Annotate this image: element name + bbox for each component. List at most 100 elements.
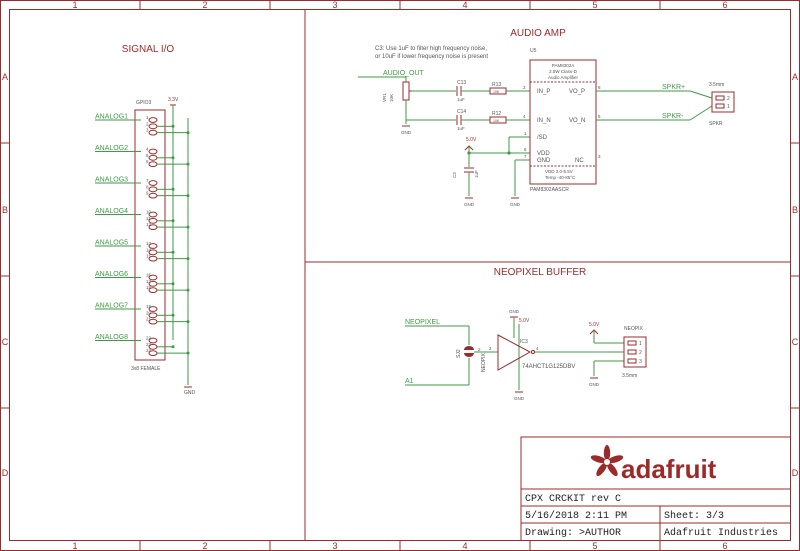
buffer-part-number: 74AHCT1G125DBV xyxy=(522,364,575,370)
gnd-junction xyxy=(186,320,190,324)
col-label-5-bottom: 5 xyxy=(592,541,597,551)
drawing-author: Drawing: >AUTHOR xyxy=(525,527,621,539)
header-pin-number: 20 xyxy=(146,310,152,315)
pot-vr1-body xyxy=(402,81,410,101)
header-body xyxy=(134,109,166,361)
row-markers: A B C D A B C D xyxy=(0,72,800,478)
power-junction xyxy=(171,282,175,286)
power-junction xyxy=(171,156,175,160)
header-value: 3x8 FEMALE xyxy=(131,366,161,372)
pin-num-gnd: 7 xyxy=(524,154,527,159)
header-pin xyxy=(148,154,158,161)
ic-header-2: 2.5W Class-D xyxy=(549,69,578,74)
ic-header-1: PAM8302A xyxy=(552,63,574,68)
header-pin xyxy=(148,192,158,199)
gnd-junction xyxy=(186,351,190,355)
title-block: adafruit CPX CRCKIT rev C 5/16/2018 2:11… xyxy=(520,436,791,541)
spkr-conn-value: 3.5mm xyxy=(709,82,724,88)
ic-pin-vdd: VDD xyxy=(537,151,550,157)
header-pin-number: 13 xyxy=(146,241,152,246)
col-label-2-bottom: 2 xyxy=(202,541,207,551)
signal-io-section: SIGNAL I/O GPIO3 3x8 FEMALE 3.3V GND ANA… xyxy=(95,44,196,396)
header-pin-number: 2 xyxy=(146,121,149,126)
signal-label: ANALOG2 xyxy=(95,145,128,152)
col-label-1-bottom: 1 xyxy=(72,541,77,551)
gnd-junction xyxy=(186,194,190,198)
header-pin-number: 21 xyxy=(146,317,152,322)
header-pin xyxy=(148,306,158,312)
ic-pin-gnd: GND xyxy=(537,158,551,164)
signal-label: ANALOG7 xyxy=(95,303,128,310)
row-label-d-right: D xyxy=(792,468,799,478)
gnd-label: GND xyxy=(184,390,196,396)
header-pin xyxy=(148,211,158,218)
spkr-plus-net: SPKR+ xyxy=(662,84,685,91)
row-label-a-right: A xyxy=(792,72,798,82)
neopixel-net-label: NEOPIXEL xyxy=(405,319,440,326)
buffer-ref: IC3 xyxy=(520,339,528,345)
audio-amp-section: AUDIO AMP C3: Use 1uF to filter high fre… xyxy=(358,28,735,207)
adafruit-logo: adafruit xyxy=(590,445,717,484)
spkr-conn-pin1 xyxy=(715,103,725,109)
col-label-5: 5 xyxy=(592,0,597,10)
header-pin xyxy=(148,337,158,344)
header-pin-number: 7 xyxy=(146,178,149,183)
signal-label: ANALOG5 xyxy=(95,240,128,247)
junction-c3 xyxy=(467,151,471,155)
out-supply-label: 5.0V xyxy=(589,322,600,328)
row-label-a: A xyxy=(2,72,8,82)
jumper-sub: NEOPIX xyxy=(481,352,487,372)
header-pin-number: 23 xyxy=(146,342,152,347)
ic-footer-2: Temp -40-85°C xyxy=(545,175,576,180)
signal-label: ANALOG8 xyxy=(95,334,128,341)
supply-5v-label: 5.0V xyxy=(466,137,477,143)
c14-value: 1uF xyxy=(457,126,465,131)
wire-spkr-plus-bend xyxy=(689,90,713,99)
neopix-conn-pin2 xyxy=(627,349,637,355)
buffer-triangle xyxy=(497,334,532,371)
neopix-connector xyxy=(623,336,647,368)
col-label-3: 3 xyxy=(332,0,337,10)
signal-label: ANALOG4 xyxy=(95,208,128,215)
header-pin-number: 5 xyxy=(146,153,149,158)
column-markers: 1 2 3 4 5 6 1 2 3 4 5 6 xyxy=(72,0,728,551)
jumper-pin2: 2 xyxy=(478,347,481,352)
flower-icon xyxy=(590,445,624,477)
sheet-number: Sheet: 3/3 xyxy=(664,510,724,522)
r12-value: 10K xyxy=(493,119,500,123)
buffer-pin2-num: 2 xyxy=(489,346,492,351)
ic-pin-nc: NC xyxy=(575,158,584,164)
power-junction xyxy=(171,345,175,349)
buffer-output-dot xyxy=(531,350,535,354)
signal-label: ANALOG1 xyxy=(95,114,128,121)
company-name: Adafruit Industries xyxy=(664,527,778,539)
header-ref: GPIO3 xyxy=(136,100,152,106)
buffer-bottom-gnd-label: GND xyxy=(514,396,525,401)
header-pin-number: 3 xyxy=(146,128,149,133)
gnd-junction xyxy=(186,131,190,135)
a1-net-label: A1 xyxy=(405,378,414,385)
spkr-minus-net: SPKR- xyxy=(662,113,684,120)
gnd-ic-label: GND xyxy=(510,202,521,207)
spkr-conn-pin2 xyxy=(715,95,725,101)
pin-num-vdd: 6 xyxy=(524,147,527,152)
power-junction xyxy=(171,219,175,223)
brand-name: adafruit xyxy=(621,454,717,484)
jumper-top-pad xyxy=(464,346,474,350)
ic-pin-in-n: IN_N xyxy=(537,118,551,124)
c3-ref: C3 xyxy=(452,172,457,178)
pin-num-nc: 3 xyxy=(598,154,601,159)
gnd-junction xyxy=(186,257,190,261)
row-label-c: C xyxy=(2,337,9,347)
pin-num-in-p: 2 xyxy=(523,85,526,90)
spkr-pin1-num: 1 xyxy=(727,104,730,110)
header-pin-number: 11 xyxy=(146,216,151,221)
buffer-pin4-num: 4 xyxy=(536,346,539,351)
gnd-junction xyxy=(186,162,190,166)
r13-ref: R13 xyxy=(492,82,501,88)
out-gnd-label: GND xyxy=(589,382,600,387)
audio-note-line1: C3: Use 1uF to filter high frequency noi… xyxy=(375,46,487,52)
header-pin-number: 12 xyxy=(146,222,152,227)
jumper-bottom-pad xyxy=(464,353,474,357)
